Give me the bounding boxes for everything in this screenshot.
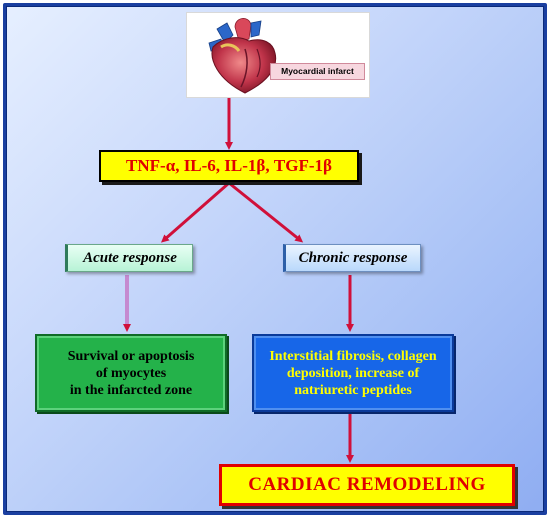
acute-outcome-line: Survival or apoptosis: [67, 348, 195, 364]
heart-illustration-box: Myocardial infarct: [186, 12, 370, 98]
chronic-outcome-line: natriuretic peptides: [294, 382, 412, 398]
acute-response-box: Acute response: [65, 244, 193, 272]
chronic-outcome-line: Interstitial fibrosis, collagen: [269, 348, 437, 364]
chronic-outcome-line: deposition, increase of: [286, 365, 420, 381]
acute-outcome-box: Survival or apoptosis of myocytes in the…: [35, 334, 227, 412]
chronic-outcome-box: Interstitial fibrosis, collagen depositi…: [252, 334, 454, 412]
cytokines-box: TNF-α, IL-6, IL-1β, TGF-1β: [99, 150, 359, 182]
cardiac-remodeling-box: CARDIAC REMODELING: [219, 464, 515, 506]
acute-outcome-line: of myocytes: [95, 365, 167, 381]
chronic-response-box: Chronic response: [283, 244, 421, 272]
heart-icon: [208, 18, 277, 94]
acute-outcome-line: in the infarcted zone: [69, 382, 193, 398]
myocardial-infarct-label: Myocardial infarct: [270, 63, 365, 80]
